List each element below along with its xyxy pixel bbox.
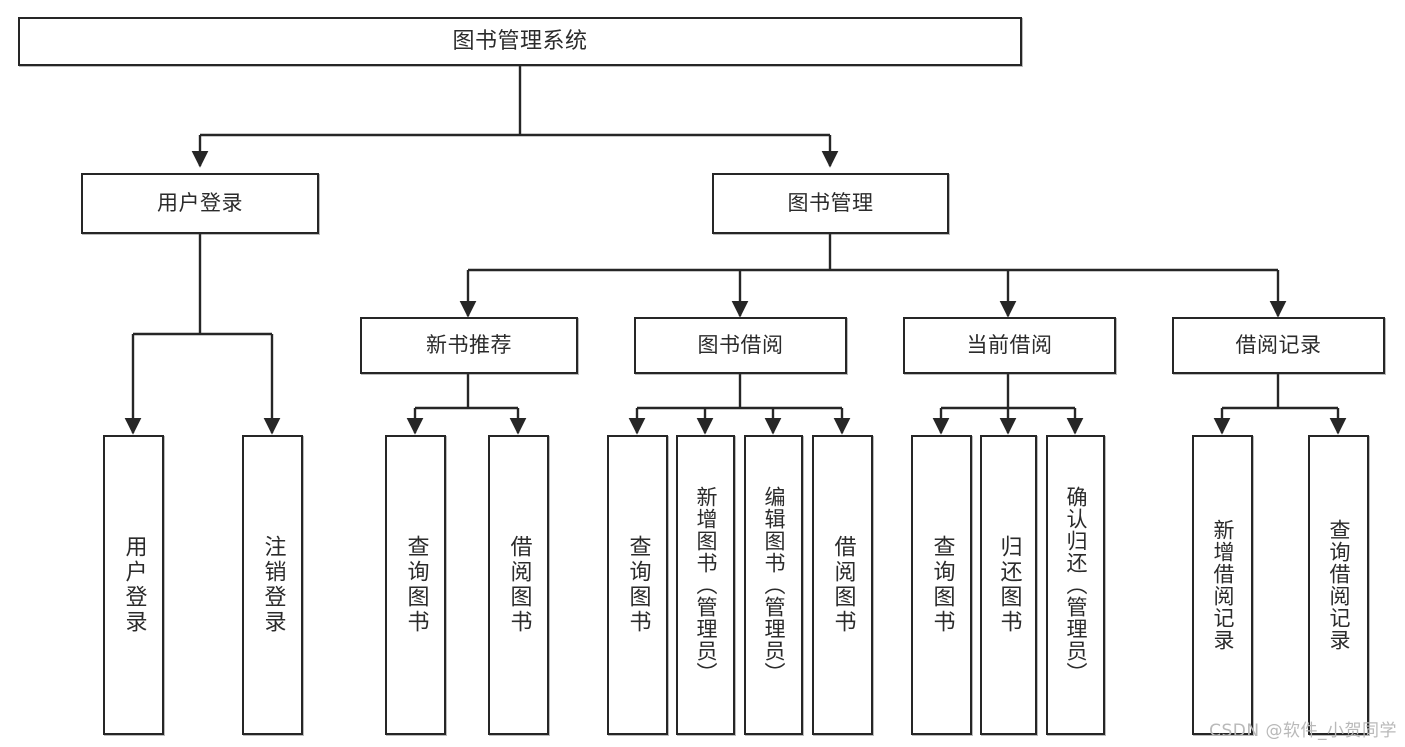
node-label: 归还图书 <box>996 535 1022 635</box>
leaf-borrow-add-book-admin[interactable]: 新增图书（管理员） <box>676 435 735 735</box>
watermark-text: CSDN @软件_小贺同学 <box>1209 721 1397 741</box>
node-borrow-record[interactable]: 借阅记录 <box>1172 317 1385 374</box>
node-book-borrow[interactable]: 图书借阅 <box>634 317 847 374</box>
leaf-borrow-borrow-book[interactable]: 借阅图书 <box>812 435 873 735</box>
node-label: 借阅记录 <box>1235 333 1322 358</box>
leaf-recommend-query-book[interactable]: 查询图书 <box>385 435 446 735</box>
node-label: 图书管理系统 <box>452 28 588 54</box>
leaf-current-query-book[interactable]: 查询图书 <box>911 435 972 735</box>
node-label: 借阅图书 <box>830 535 856 635</box>
node-new-book-recommend[interactable]: 新书推荐 <box>360 317 578 374</box>
node-label: 借阅图书 <box>506 535 532 635</box>
node-label: 查询图书 <box>403 535 429 635</box>
node-label: 编辑图书（管理员） <box>762 486 786 684</box>
leaf-borrow-query-book[interactable]: 查询图书 <box>607 435 668 735</box>
node-label: 用户登录 <box>157 191 243 216</box>
node-label: 注销登录 <box>260 535 286 635</box>
node-label: 确认归还（管理员） <box>1064 486 1088 684</box>
leaf-current-confirm-return-admin[interactable]: 确认归还（管理员） <box>1046 435 1105 735</box>
leaf-record-add-record[interactable]: 新增借阅记录 <box>1192 435 1253 735</box>
node-user-login[interactable]: 用户登录 <box>81 173 319 234</box>
node-label: 新增图书（管理员） <box>694 486 718 684</box>
node-book-management[interactable]: 图书管理 <box>712 173 949 234</box>
leaf-borrow-edit-book-admin[interactable]: 编辑图书（管理员） <box>744 435 803 735</box>
node-root-system[interactable]: 图书管理系统 <box>18 17 1022 66</box>
node-label: 查询图书 <box>625 535 651 635</box>
node-label: 新书推荐 <box>426 333 512 358</box>
node-label: 图书借阅 <box>697 333 784 358</box>
node-label: 新增借阅记录 <box>1211 519 1235 651</box>
leaf-user-login-login[interactable]: 用户登录 <box>103 435 164 735</box>
leaf-user-login-logout[interactable]: 注销登录 <box>242 435 303 735</box>
node-label: 用户登录 <box>121 535 147 635</box>
node-label: 查询图书 <box>929 535 955 635</box>
leaf-recommend-borrow-book[interactable]: 借阅图书 <box>488 435 549 735</box>
leaf-record-query-record[interactable]: 查询借阅记录 <box>1308 435 1369 735</box>
node-label: 查询借阅记录 <box>1327 519 1351 651</box>
node-label: 图书管理 <box>787 191 874 216</box>
node-current-borrow[interactable]: 当前借阅 <box>903 317 1116 374</box>
node-label: 当前借阅 <box>966 333 1053 358</box>
leaf-current-return-book[interactable]: 归还图书 <box>980 435 1037 735</box>
